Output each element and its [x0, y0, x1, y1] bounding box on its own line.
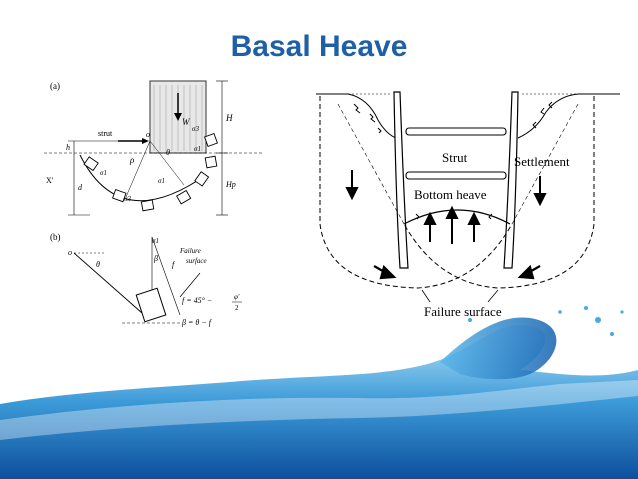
- strut-top: [405, 127, 507, 136]
- Hp-label: Hp: [225, 180, 236, 189]
- right-wall: [503, 91, 519, 269]
- wave-highlight: [0, 380, 638, 440]
- theta-label-b: θ: [96, 260, 100, 269]
- H-label: H: [225, 113, 233, 123]
- failure-surface-right: [403, 96, 595, 289]
- failure-label-1: Failure: [179, 247, 201, 255]
- sigma3-b: σ3: [192, 125, 199, 133]
- d-label: d: [78, 183, 83, 192]
- left-wall: [393, 91, 409, 269]
- failure-surface-label: Failure surface: [424, 304, 502, 319]
- sigma1-b-panel: σ1: [152, 237, 159, 245]
- basal-heave-diagram: Strut Settlement Bottom heave Failure su…: [316, 91, 620, 319]
- theta-label: θ: [166, 148, 170, 157]
- stress-elements: [83, 133, 218, 212]
- h-label: h: [66, 143, 70, 152]
- rotated-element: [135, 287, 167, 323]
- heave-arrows: [423, 205, 481, 244]
- ground-left: [316, 93, 397, 139]
- strut-bottom: [405, 171, 507, 180]
- sigma1-b: σ1: [158, 177, 165, 185]
- crack-marks: [353, 101, 553, 220]
- settlement-arrows: [345, 170, 547, 207]
- sigma3-a: σ3: [124, 195, 131, 203]
- eq-beta: β = θ − f: [181, 318, 213, 327]
- o-label-b: o: [68, 248, 72, 257]
- heave-bulge: [403, 209, 511, 225]
- rho-label: ρ: [129, 155, 135, 165]
- W-label: W: [182, 117, 191, 127]
- failure-surface-left: [319, 96, 513, 289]
- sigma1-c: σ1: [194, 145, 201, 153]
- phi-den: 2: [235, 304, 239, 312]
- eq-f: f = 45° −: [182, 296, 212, 305]
- phi-num: φ': [234, 293, 240, 301]
- bottom-heave-label: Bottom heave: [414, 187, 487, 202]
- slide-title: Basal Heave: [230, 30, 408, 63]
- strut-label-right: Strut: [442, 150, 468, 165]
- x-label: X': [46, 176, 54, 185]
- bottom-heave-box: [412, 186, 504, 202]
- water-droplets: [468, 306, 624, 336]
- panel-b-label: (b): [50, 232, 61, 242]
- beta-label: β: [153, 254, 158, 263]
- sigma1-a: σ1: [100, 169, 107, 177]
- failure-label-2: surface: [186, 257, 207, 265]
- failure-arc: [79, 154, 207, 202]
- stress-analysis-figure: (a) W H Hp strut o h d X' ρ θ σ1: [44, 80, 262, 327]
- panel-a-label: (a): [50, 81, 60, 91]
- ground-right: [517, 93, 620, 139]
- settlement-label: Settlement: [514, 154, 570, 169]
- toe-arrows: [373, 264, 541, 280]
- o-label: o: [146, 130, 150, 139]
- strut-label: strut: [98, 129, 113, 138]
- wave-crest: [440, 317, 557, 380]
- f-label: f: [172, 260, 176, 269]
- water-wave-decoration: [0, 306, 638, 479]
